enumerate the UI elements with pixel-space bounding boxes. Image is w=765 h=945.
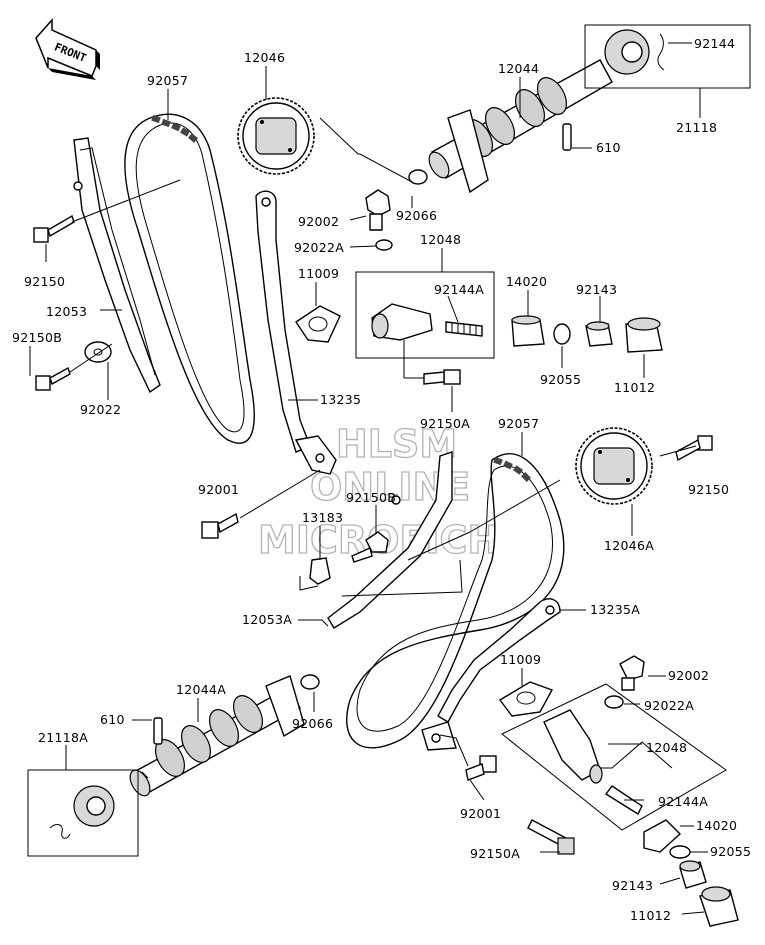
- bolt-92001-left: [201, 512, 239, 539]
- bolt-92150-right: [675, 435, 713, 462]
- bolt-92002-bot: [619, 655, 645, 691]
- label-12053A: 12053A: [242, 612, 292, 627]
- label-92144-top: 92144: [694, 36, 735, 51]
- bolt-92150A-bot: [527, 819, 575, 855]
- label-11009-top: 11009: [298, 266, 339, 281]
- oring-92055-bot: [669, 845, 691, 859]
- label-12053: 12053: [46, 304, 87, 319]
- cap-11012-bot: [699, 886, 739, 927]
- label-92057-top: 92057: [147, 73, 188, 88]
- washer-92022A-bot: [604, 695, 624, 709]
- label-92144A-top: 92144A: [434, 282, 484, 297]
- tensioner-12048-top: [355, 271, 495, 359]
- label-92150A-mid: 92150A: [420, 416, 470, 431]
- label-92143-bot: 92143: [612, 878, 653, 893]
- label-12046: 12046: [244, 50, 285, 65]
- label-92002-bot: 92002: [668, 668, 709, 683]
- label-12046A: 12046A: [604, 538, 654, 553]
- label-92022: 92022: [80, 402, 121, 417]
- gasket-11009-top: [295, 305, 341, 343]
- label-92066-bot: 92066: [292, 716, 333, 731]
- chain-links: [151, 114, 198, 143]
- front-arrow-icon: FRONT: [35, 18, 100, 80]
- label-13235: 13235: [320, 392, 361, 407]
- cap-11012-top: [625, 317, 663, 353]
- bolt-92001-bot: [465, 755, 497, 781]
- cam-chain-lower: [346, 453, 565, 749]
- part-labels: 12046 92057 12044 92144 21118 610 92066 …: [12, 36, 751, 923]
- label-11012-top: 11012: [614, 380, 655, 395]
- label-610-bot: 610: [100, 712, 125, 727]
- label-92150B-left: 92150B: [12, 330, 62, 345]
- leader-lines: [29, 42, 708, 915]
- chain-guide-12053A: [327, 451, 453, 629]
- label-92150B-mid: 92150B: [346, 490, 396, 505]
- plug-92066-bot: [300, 674, 320, 690]
- label-92055-top: 92055: [540, 372, 581, 387]
- label-12048-bot: 12048: [646, 740, 687, 755]
- label-13235A: 13235A: [590, 602, 640, 617]
- washer-92022A-top: [375, 239, 393, 251]
- bracket-13183: [309, 540, 331, 585]
- camshaft-12044: [428, 59, 613, 194]
- label-92001-bot: 92001: [460, 806, 501, 821]
- label-14020-bot: 14020: [696, 818, 737, 833]
- cam-chain-upper: [124, 113, 255, 444]
- label-92002-top: 92002: [298, 214, 339, 229]
- pin-610-bot: [153, 717, 163, 745]
- oring-92055-top: [553, 323, 571, 345]
- label-21118: 21118: [676, 120, 717, 135]
- label-21118A: 21118A: [38, 730, 88, 745]
- label-610-top: 610: [596, 140, 621, 155]
- label-92066-top: 92066: [396, 208, 437, 223]
- label-92022A-bot: 92022A: [644, 698, 694, 713]
- label-92150-right: 92150: [688, 482, 729, 497]
- gasket-11009-bot: [498, 681, 554, 717]
- pin-610-top: [562, 123, 572, 151]
- label-12044: 12044: [498, 61, 539, 76]
- label-92144A-bot: 92144A: [658, 794, 708, 809]
- chain-guide-12053: [73, 137, 161, 394]
- decompressor-21118A: [27, 769, 139, 857]
- cap-14020-bot: [643, 819, 682, 853]
- camshaft-12044A: [129, 675, 305, 797]
- label-92150A-bot: 92150A: [470, 846, 520, 861]
- watermark-line1: HLSM: [336, 422, 457, 466]
- label-14020-top: 14020: [506, 274, 547, 289]
- label-92001-left: 92001: [198, 482, 239, 497]
- bolt-92150-left: [33, 214, 75, 243]
- sprocket-12046: [237, 97, 315, 175]
- bolt-92002-top: [365, 189, 391, 231]
- plug-92066-top: [408, 169, 428, 185]
- spacer-92143-top: [585, 321, 613, 347]
- bolt-92150B-left: [35, 366, 71, 391]
- spacer-92143-bot: [679, 860, 707, 889]
- label-92150-left: 92150: [24, 274, 65, 289]
- sprocket-12046A: [575, 427, 653, 505]
- label-11012-bot: 11012: [630, 908, 671, 923]
- label-92057-mid: 92057: [498, 416, 539, 431]
- label-12044A: 12044A: [176, 682, 226, 697]
- label-12048-top: 12048: [420, 232, 461, 247]
- label-92022A-top: 92022A: [294, 240, 344, 255]
- cap-14020-top: [511, 315, 545, 347]
- label-11009-bot: 11009: [500, 652, 541, 667]
- watermark-line3: MICROFICHE: [258, 518, 525, 562]
- label-92143-top: 92143: [576, 282, 617, 297]
- bolt-92150B-mid: [351, 531, 389, 563]
- chain-guide-13235: [255, 190, 337, 475]
- chain-guide-13235A: [421, 598, 561, 751]
- decompressor-21118: [584, 24, 751, 89]
- bolt-92150A-mid: [423, 369, 461, 385]
- washer-92022: [84, 341, 112, 363]
- label-92055-bot: 92055: [710, 844, 751, 859]
- label-13183: 13183: [302, 510, 343, 525]
